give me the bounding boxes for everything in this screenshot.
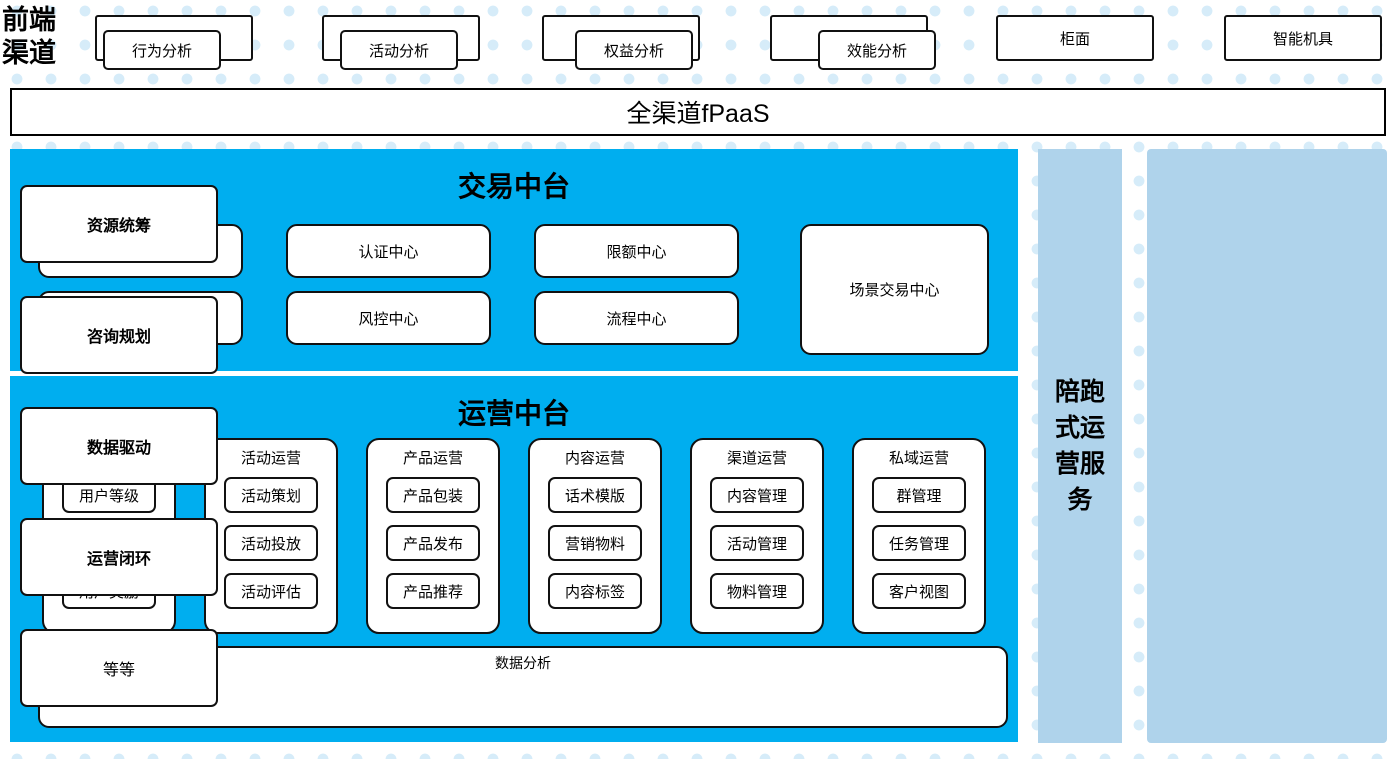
capability-item-label: 数据驱动 (86, 440, 151, 457)
omnichannel-fpaas-bar: 全渠道fPaaS (10, 88, 1386, 136)
op-item-task-management[interactable]: 任务管理 (872, 525, 966, 561)
op-column-title: 活动运营 (240, 450, 301, 467)
op-item-product-packaging[interactable]: 产品包装 (386, 477, 480, 513)
front-channel-label: 前端 渠道 (2, 2, 80, 72)
channel-label: 柜面 (1059, 30, 1090, 48)
front-channel-label-line2: 渠道 (2, 38, 56, 68)
trade-box-label: 限额中心 (606, 243, 667, 261)
capability-item-label: 等等 (102, 662, 135, 679)
trade-center-title: 交易中台 (457, 172, 570, 203)
op-item-label: 活动评估 (240, 583, 301, 601)
op-item-activity-delivery[interactable]: 活动投放 (224, 525, 318, 561)
op-item-label: 产品推荐 (402, 583, 463, 601)
op-item-label: 群管理 (896, 487, 942, 505)
trade-box-risk-center[interactable]: 风控中心 (286, 291, 491, 345)
capability-item-label: 资源统筹 (86, 218, 151, 235)
op-column-title: 内容运营 (564, 450, 625, 467)
capability-item-label: 运营闭环 (86, 551, 151, 568)
analysis-item-label: 效能分析 (846, 42, 907, 60)
op-item-label: 活动管理 (726, 535, 787, 553)
analysis-item-performance[interactable]: 效能分析 (818, 30, 936, 70)
analysis-item-benefit[interactable]: 权益分析 (575, 30, 693, 70)
operation-center-title: 运营中台 (457, 399, 570, 430)
op-item-script-template[interactable]: 话术模版 (548, 477, 642, 513)
op-item-label: 营销物料 (564, 535, 625, 553)
op-item-product-release[interactable]: 产品发布 (386, 525, 480, 561)
op-item-label: 内容标签 (564, 583, 625, 601)
channel-box-smart-machine[interactable]: 智能机具 (1224, 15, 1382, 61)
op-item-content-management[interactable]: 内容管理 (710, 477, 804, 513)
trade-box-limit-center[interactable]: 限额中心 (534, 224, 739, 278)
analysis-item-label: 权益分析 (603, 42, 664, 60)
op-item-customer-view[interactable]: 客户视图 (872, 573, 966, 609)
trade-box-label: 场景交易中心 (849, 282, 940, 299)
trade-box-label: 认证中心 (358, 243, 419, 261)
capability-item-label: 咨询规划 (86, 329, 151, 346)
capability-item-operation-closed-loop[interactable]: 运营闭环 (20, 518, 218, 596)
analysis-item-behavior[interactable]: 行为分析 (103, 30, 221, 70)
op-column-title: 渠道运营 (726, 450, 787, 467)
trade-box-label: 风控中心 (358, 310, 419, 328)
op-item-label: 产品发布 (402, 535, 463, 553)
trade-box-process-center[interactable]: 流程中心 (534, 291, 739, 345)
op-item-activity-planning[interactable]: 活动策划 (224, 477, 318, 513)
capability-item-data-driven[interactable]: 数据驱动 (20, 407, 218, 485)
channel-label: 智能机具 (1272, 30, 1333, 48)
companion-operation-service-label: 陪跑式运营服务 (1054, 378, 1105, 514)
analysis-item-label: 行为分析 (131, 42, 192, 60)
capability-item-resource-coordination[interactable]: 资源统筹 (20, 185, 218, 263)
analysis-item-label: 活动分析 (368, 42, 429, 60)
op-item-label: 内容管理 (726, 487, 787, 505)
op-item-activity-evaluation[interactable]: 活动评估 (224, 573, 318, 609)
capability-item-consulting-planning[interactable]: 咨询规划 (20, 296, 218, 374)
op-item-label: 用户等级 (78, 487, 139, 505)
trade-box-auth-center[interactable]: 认证中心 (286, 224, 491, 278)
op-item-label: 活动策划 (240, 487, 301, 505)
data-analysis-title: 数据分析 (495, 655, 551, 671)
op-item-material-management[interactable]: 物料管理 (710, 573, 804, 609)
op-column-title: 私域运营 (888, 450, 949, 467)
op-item-group-management[interactable]: 群管理 (872, 477, 966, 513)
op-item-label: 活动投放 (240, 535, 301, 553)
trade-box-scene-trade-center[interactable]: 场景交易中心 (800, 224, 989, 355)
companion-operation-service-column: 陪跑式运营服务 (1038, 149, 1122, 743)
op-column-title: 产品运营 (402, 450, 463, 467)
trade-box-label: 流程中心 (606, 310, 667, 328)
front-channel-label-line1: 前端 (2, 5, 56, 35)
channel-box-counter[interactable]: 柜面 (996, 15, 1154, 61)
op-item-label: 物料管理 (726, 583, 787, 601)
capability-item-etc[interactable]: 等等 (20, 629, 218, 707)
op-item-label: 产品包装 (402, 487, 463, 505)
op-item-marketing-material[interactable]: 营销物料 (548, 525, 642, 561)
analysis-item-activity[interactable]: 活动分析 (340, 30, 458, 70)
op-item-label: 话术模版 (564, 487, 625, 505)
op-item-product-recommend[interactable]: 产品推荐 (386, 573, 480, 609)
fpaas-label: 全渠道fPaaS (626, 100, 770, 128)
op-item-label: 任务管理 (888, 535, 949, 553)
service-capability-panel (1147, 149, 1387, 743)
op-item-activity-management[interactable]: 活动管理 (710, 525, 804, 561)
op-item-label: 客户视图 (888, 583, 949, 601)
op-item-content-tag[interactable]: 内容标签 (548, 573, 642, 609)
